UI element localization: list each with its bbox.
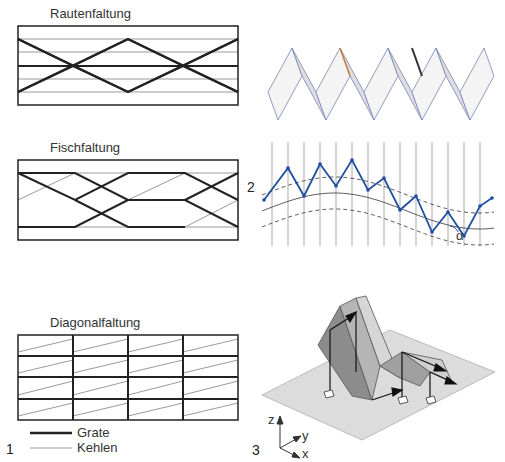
axis-label: x <box>302 446 309 461</box>
fold-vertex <box>366 188 370 192</box>
highlight-fold <box>412 48 422 76</box>
valley-line <box>18 339 73 352</box>
valley-line <box>18 360 73 373</box>
grid-line <box>400 142 401 246</box>
diamond-fold-pattern <box>18 26 238 105</box>
grid-line <box>384 142 385 246</box>
grid-line <box>480 142 481 246</box>
coordinate-axes <box>277 416 301 458</box>
pattern-title: Rautenfaltung <box>50 6 131 21</box>
figure-number: 1 <box>6 442 14 457</box>
valley-line <box>73 403 128 416</box>
pattern-title: Diagonalfaltung <box>50 315 140 330</box>
fold-vertex <box>382 176 386 180</box>
fold-vertex <box>334 184 338 188</box>
fish-fold-pattern <box>18 160 238 240</box>
fold-vertex <box>350 158 354 162</box>
grid-line <box>368 142 369 246</box>
grid-line <box>416 142 417 246</box>
folded-sheet-3d <box>262 296 495 440</box>
valley-line <box>73 381 128 395</box>
figure-number: 3 <box>252 443 260 458</box>
grid-line <box>464 142 465 246</box>
ridge-line-sample <box>30 432 72 435</box>
axis-label: y <box>302 428 309 443</box>
fold-vertex <box>302 194 306 198</box>
angle-label: α <box>456 228 464 243</box>
fold-vertex <box>430 230 434 234</box>
diagonal-fold-pattern <box>18 335 238 420</box>
fold-vertex <box>318 162 322 166</box>
valley-line <box>73 360 128 373</box>
valley-line <box>128 360 183 373</box>
envelope-curve <box>262 209 494 245</box>
mid-curve <box>262 193 494 229</box>
valley-line <box>128 339 183 352</box>
folded-strip-illustration <box>268 48 494 120</box>
grid-line <box>288 142 289 246</box>
valley-line <box>128 381 183 395</box>
fold-vertex <box>446 210 450 214</box>
fold-zigzag <box>264 160 492 236</box>
grid-line <box>336 142 337 246</box>
valley-line <box>183 339 238 352</box>
valley-line <box>183 360 238 373</box>
pattern-title: Fischfaltung <box>50 140 120 155</box>
valley-line <box>128 403 183 416</box>
valley-line <box>18 381 73 395</box>
axis-label: z <box>268 412 275 427</box>
valley-line <box>18 403 73 416</box>
valley-line <box>183 381 238 395</box>
valley-line <box>73 339 128 352</box>
highlight-fold <box>340 48 350 76</box>
figure-number: 2 <box>247 180 255 195</box>
fold-vertex <box>478 204 482 208</box>
legend-text: Kehlen <box>77 440 117 455</box>
grid-line <box>272 142 273 246</box>
fold-vertex <box>490 196 494 200</box>
valley-line <box>183 403 238 416</box>
valley-line-sample <box>30 448 72 449</box>
fold-vertex <box>414 194 418 198</box>
fold-vertex <box>398 208 402 212</box>
fold-facet <box>460 48 494 120</box>
fold-vertex <box>262 198 266 202</box>
fold-angle-graph <box>262 142 494 246</box>
legend-text: Grate <box>77 425 110 440</box>
grid-line <box>448 142 449 246</box>
fold-vertex <box>286 166 290 170</box>
